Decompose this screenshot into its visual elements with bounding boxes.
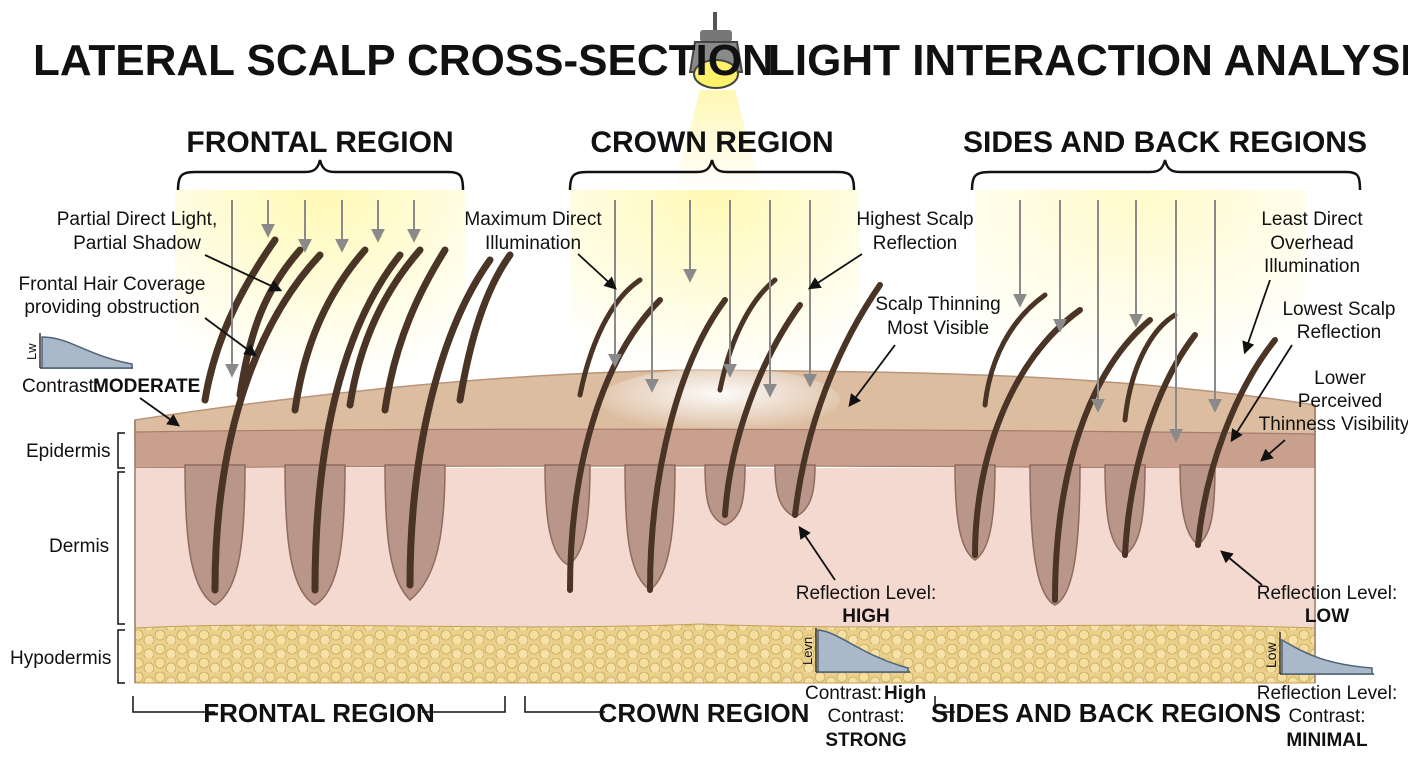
crown-contrast-mini-chart: Levn [800,628,910,673]
title-right: LIGHT INTERACTION ANALYSIS [768,36,1408,85]
label-least-light-line3: Illumination [1264,256,1360,277]
frontal-contrast-mini-chart: Lw [24,333,133,369]
sides-reflection-label: Reflection Level: [1257,583,1397,604]
frontal-mini-axis-label: Lw [24,343,39,360]
crown-callouts [577,253,896,581]
crown-reflection-value: HIGH [842,606,890,627]
crown-reflection-label: Reflection Level: [796,583,936,604]
region-heading-frontal: FRONTAL REGION [186,126,453,159]
footer-crown-region: CROWN REGION [599,698,810,728]
label-lower-visibility-line2: Perceived [1298,391,1383,412]
label-max-light-line1: Maximum Direct [464,209,602,230]
sides-contrast-mini-chart: Low [1263,632,1374,675]
layer-label-dermis: Dermis [49,536,109,557]
label-least-light-line1: Least Direct [1261,209,1363,230]
footer-brackets [132,696,955,713]
sides-contrast-label: Contrast: [1288,706,1365,727]
label-thinning-line2: Most Visible [887,318,989,339]
region-heading-crown: CROWN REGION [590,126,833,159]
label-lowest-reflection-line2: Reflection [1297,322,1382,343]
layer-label-hypodermis: Hypodermis [10,648,111,669]
title-left: LATERAL SCALP CROSS-SECTION [33,36,774,85]
crown-contrast-value-1: High [884,683,926,704]
layer-label-epidermis: Epidermis [26,441,110,462]
crown-contrast-label-1: Contrast: [805,683,882,704]
frontal-contrast-label: Contrast: [22,376,99,397]
label-coverage-line1: Frontal Hair Coverage [19,274,206,295]
region-heading-sides: SIDES AND BACK REGIONS [963,126,1367,159]
sides-mini-axis-label: Low [1263,641,1279,668]
label-lowest-reflection-line1: Lowest Scalp [1282,299,1395,320]
layer-brackets [117,432,125,684]
sides-callouts [1220,279,1293,586]
label-coverage-line2: providing obstruction [24,297,199,318]
crown-mini-axis-label: Levn [800,637,815,665]
spotlight-icon [688,12,744,89]
region-braces [176,159,1362,191]
sides-reflection-value: LOW [1305,606,1349,627]
label-highest-reflection-line2: Reflection [873,233,958,254]
footer-sides-region: SIDES AND BACK REGIONS [931,698,1281,728]
frontal-callouts [139,254,283,427]
sides-reflection-label-2: Reflection Level: [1257,683,1397,704]
label-thinning-line1: Scalp Thinning [875,294,1000,315]
light-arrows [225,200,1222,443]
frontal-contrast-value: MODERATE [93,376,200,397]
label-partial-light-line2: Partial Shadow [73,233,201,254]
label-least-light-line2: Overhead [1270,233,1353,254]
label-partial-light-line1: Partial Direct Light, [57,209,218,230]
label-max-light-line2: Illumination [485,233,581,254]
crown-contrast-label-2: Contrast: [827,706,904,727]
footer-frontal-region: FRONTAL REGION [203,698,435,728]
crown-contrast-value-2: STRONG [825,730,906,751]
sides-contrast-value: MINIMAL [1286,730,1368,751]
label-lower-visibility-line1: Lower [1314,368,1366,389]
label-lower-visibility-line3: Thinness Visibility [1259,414,1408,435]
label-highest-reflection-line1: Highest Scalp [856,209,973,230]
hair-strands [201,236,1278,603]
